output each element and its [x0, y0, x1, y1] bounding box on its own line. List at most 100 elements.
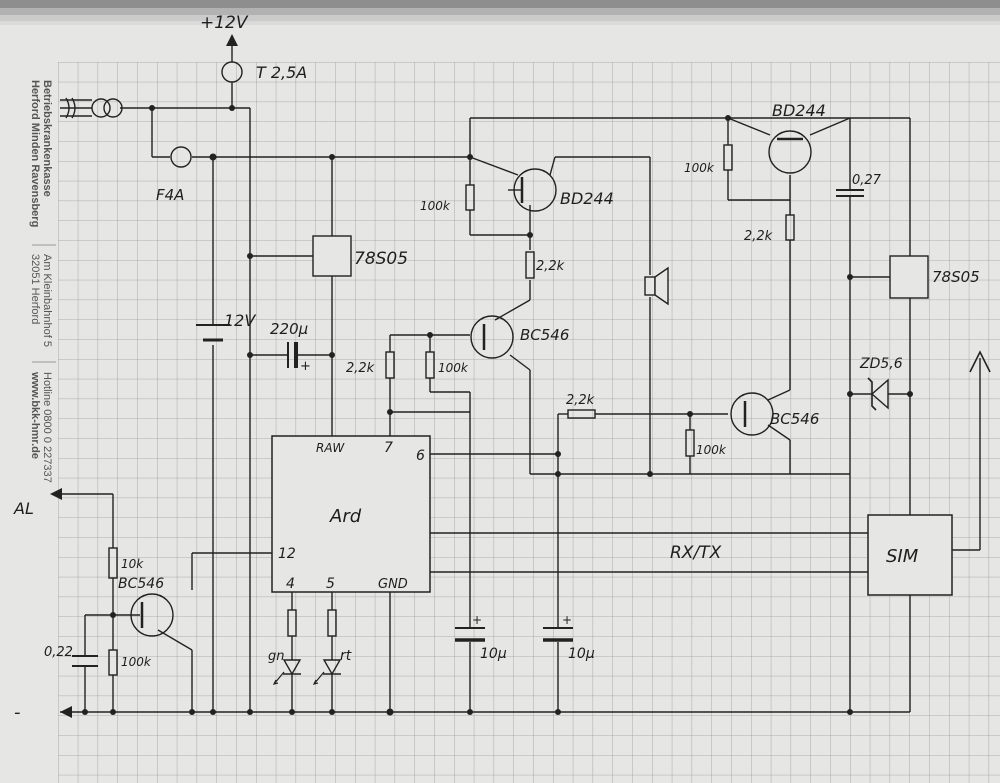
- arduino-pin-5: 5: [326, 576, 335, 592]
- regulator-right-box: [889, 255, 929, 299]
- resistor-2k2-b: [385, 351, 395, 379]
- alarm-label: AL: [13, 499, 34, 518]
- battery-label: 12V: [224, 311, 256, 330]
- resistor-100k-a: [465, 184, 475, 211]
- transistor-bd244-left-icon: [508, 168, 557, 212]
- r-100k-a-label: 100k: [420, 199, 451, 213]
- website-text: www.bkk-hmr.de: [29, 371, 41, 459]
- resistor-100k-c: [685, 429, 695, 457]
- arduino-pin-6: 6: [416, 448, 425, 464]
- r-2k2-c-label: 2,2k: [566, 393, 595, 408]
- led-green-icon: [272, 659, 302, 685]
- ground-arrow-icon: [60, 706, 72, 718]
- address-line2: 32051 Herford: [29, 254, 41, 324]
- cap-027-icon: [836, 189, 864, 197]
- rx-tx-label: RX/TX: [670, 543, 722, 563]
- resistor-pin5: [327, 609, 337, 637]
- header-stripe: [0, 0, 1000, 8]
- sim-module-box: [867, 514, 953, 596]
- cap-10u-b-icon: [543, 627, 573, 642]
- cap-elko-icon: [287, 342, 298, 368]
- resistor-2k2-c: [567, 409, 596, 419]
- arduino-name: Ard: [329, 506, 362, 527]
- sidebar-contact: Hotline 0800 0 227337 www.bkk-hmr.de: [29, 371, 53, 483]
- wiring: [60, 40, 981, 713]
- arduino-pin-raw: RAW: [316, 441, 345, 455]
- resistor-2k2-d: [785, 214, 795, 241]
- fuse-main-label: T 2,5A: [256, 63, 307, 82]
- transistor-bc546-left-icon: [470, 315, 514, 359]
- company-line2: Herford Minden Ravensberg: [29, 80, 41, 227]
- arduino-pin-12: 12: [278, 546, 296, 562]
- ground-label: -: [14, 702, 21, 723]
- arduino-pin-4: 4: [286, 576, 295, 592]
- resistor-pin4: [287, 609, 297, 637]
- c-022-label: 0,22: [44, 645, 73, 660]
- led-red-icon: [312, 659, 342, 685]
- junction-dots: [82, 105, 913, 716]
- regulator-left-box: [312, 235, 352, 277]
- arduino-box: [271, 435, 431, 593]
- resistor-100k-d: [723, 144, 733, 171]
- sim-name: SIM: [886, 546, 919, 567]
- header-stripe: [0, 21, 1000, 25]
- cap-022-icon: [72, 655, 98, 667]
- cap-10u-a-icon: [455, 627, 485, 642]
- bc546-left-label: BC546: [520, 326, 569, 344]
- fuse-main-icon: [221, 61, 243, 83]
- regulator-right-label: 78S05: [932, 268, 980, 286]
- arduino-pin-gnd: GND: [378, 577, 408, 592]
- company-line1: Betriebskrankenkasse: [41, 80, 53, 197]
- input-choke-icon: [91, 98, 123, 118]
- battery-icon: [196, 324, 230, 342]
- transistor-bc546-right-icon: [730, 392, 774, 436]
- bd244-left-label: BD244: [560, 189, 614, 208]
- fuse-branch-label: F4A: [156, 186, 184, 204]
- alarm-arrow-icon: [50, 488, 62, 500]
- r-100k-d-label: 100k: [684, 161, 715, 175]
- r-2k2-a-label: 2,2k: [536, 259, 565, 274]
- zener-diode-icon: [867, 377, 889, 411]
- resistor-100k-e: [108, 649, 118, 676]
- r-100k-b-label: 100k: [438, 361, 469, 375]
- speaker-icon: [644, 266, 669, 306]
- regulator-left-label: 78S05: [354, 249, 408, 269]
- bc546-right-label: BC546: [770, 410, 819, 428]
- arduino-pin-7: 7: [384, 440, 393, 456]
- transistor-bc546-lower-icon: [130, 593, 174, 637]
- svg-text:+: +: [472, 613, 482, 627]
- sidebar-address: Am Kleinbahnhof 5 32051 Herford: [29, 254, 53, 347]
- graph-paper-grid: [58, 62, 1000, 783]
- transistor-bd244-right-icon: [768, 130, 812, 174]
- cap-elko-label: 220µ: [270, 320, 308, 338]
- cap-elko-polarity: +: [300, 359, 311, 374]
- c-10u-b-label: 10µ: [568, 646, 595, 662]
- r-2k2-b-label: 2,2k: [346, 361, 375, 376]
- c-10u-a-label: 10µ: [480, 646, 507, 662]
- bc546-lower-label: BC546: [118, 576, 164, 592]
- supply-label: +12V: [200, 13, 249, 33]
- hotline-text: Hotline 0800 0 227337: [41, 372, 53, 483]
- led-red-label: rt: [340, 648, 352, 664]
- resistor-2k2-a: [525, 251, 535, 279]
- c-027-label: 0,27: [852, 173, 882, 188]
- r-100k-e-label: 100k: [121, 655, 152, 669]
- r-100k-c-label: 100k: [696, 443, 727, 457]
- r-10k-label: 10k: [121, 557, 144, 571]
- sidebar-company: Betriebskrankenkasse Herford Minden Rave…: [29, 80, 53, 227]
- sim-output-arrow-icon: [969, 350, 991, 373]
- led-green-label: gn: [268, 649, 285, 664]
- address-line1: Am Kleinbahnhof 5: [41, 254, 53, 347]
- bd244-right-label: BD244: [772, 101, 826, 120]
- supply-arrow-icon: [226, 34, 238, 46]
- header-stripe: [0, 8, 1000, 15]
- zener-label: ZD5,6: [859, 356, 903, 372]
- header-stripe: [0, 15, 1000, 21]
- svg-text:+: +: [562, 613, 572, 627]
- r-2k2-d-label: 2,2k: [744, 229, 773, 244]
- resistor-100k-b: [425, 351, 435, 379]
- resistor-10k: [108, 547, 118, 579]
- fuse-branch-icon: [170, 146, 192, 168]
